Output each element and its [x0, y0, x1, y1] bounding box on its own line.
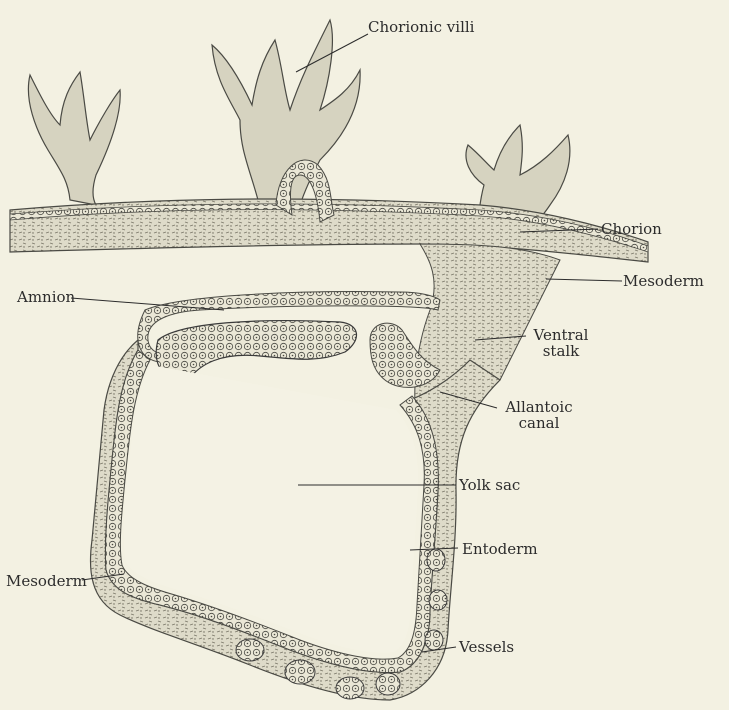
label-mesoderm-lower: Mesoderm — [6, 573, 87, 589]
label-chorion: Chorion — [601, 221, 662, 237]
label-ventral-stalk-line1: Ventral — [526, 327, 596, 343]
embryonic-plate — [156, 321, 356, 380]
yolk-sac — [90, 340, 500, 700]
label-amnion: Amnion — [17, 289, 75, 305]
label-mesoderm-upper: Mesoderm — [623, 273, 704, 289]
label-vessels: Vessels — [459, 639, 514, 655]
label-ventral-stalk: Ventral stalk — [526, 327, 596, 359]
label-ventral-stalk-line2: stalk — [526, 343, 596, 359]
label-allantoic-canal-line1: Allantoic — [497, 399, 581, 415]
label-chorionic-villi: Chorionic villi — [368, 19, 474, 35]
leader-mesoderm-upper — [546, 279, 622, 281]
label-entoderm: Entoderm — [462, 541, 538, 557]
label-allantoic-canal: Allantoic canal — [497, 399, 581, 431]
label-yolk-sac: Yolk sac — [459, 477, 520, 493]
label-allantoic-canal-line2: canal — [497, 415, 581, 431]
